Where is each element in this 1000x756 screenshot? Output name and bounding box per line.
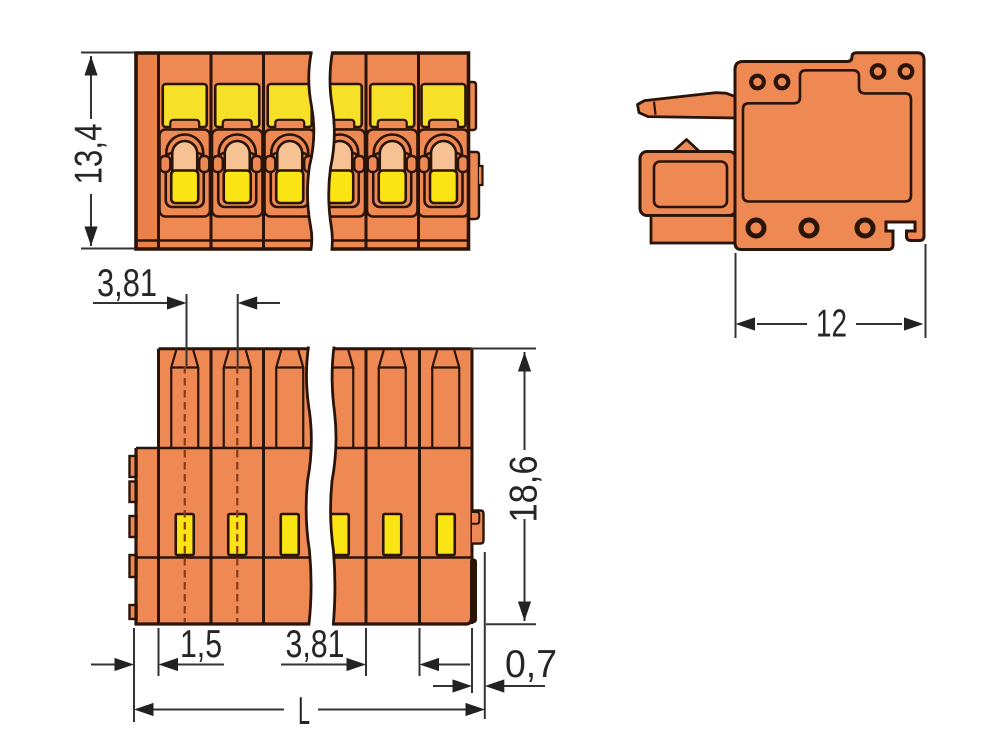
svg-text:0,7: 0,7 xyxy=(505,643,557,686)
svg-text:3,81: 3,81 xyxy=(286,623,345,666)
svg-text:12: 12 xyxy=(816,303,847,346)
svg-text:1,5: 1,5 xyxy=(180,623,222,666)
svg-text:3,81: 3,81 xyxy=(97,262,157,305)
svg-text:L: L xyxy=(298,690,310,733)
svg-text:13,4: 13,4 xyxy=(68,124,111,185)
svg-text:18,6: 18,6 xyxy=(503,456,546,523)
